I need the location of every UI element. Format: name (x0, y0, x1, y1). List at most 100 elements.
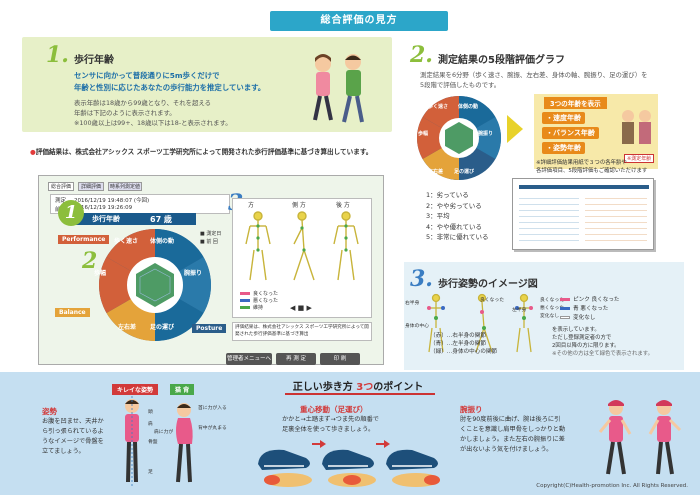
tab-overall[interactable]: 総合評価 (48, 182, 74, 191)
view-side: 側 方 (292, 202, 306, 209)
callout-2: 2 (82, 248, 98, 274)
walking-tips-title: 正しい歩き方 3つのポイント (258, 378, 458, 393)
wheel-lr: 左右差 (428, 169, 444, 175)
none-legend-label: 変化なし (573, 315, 596, 321)
segment-speed: 歩く速さ (114, 238, 139, 245)
skeleton-figures (245, 211, 359, 281)
bad-label-shoulder: 肩に力が (154, 430, 174, 435)
legend-bad-swatch (240, 299, 250, 302)
report-sheet-header (519, 185, 649, 189)
report-note-1: ※詳細評価結果用紙で３つの各年齢や (536, 160, 627, 166)
age-balance: ・バランス年齢 (542, 127, 599, 139)
tips-title-pre: 正しい歩き方 (292, 382, 357, 393)
point2-text-1: かかと→土踏まず→つま先の順番で (282, 416, 379, 423)
color-legend-none: 変化なし (560, 314, 620, 323)
report-sheet-table-2 (585, 193, 647, 243)
report-note: ※詳細評価結果用紙で３つの各年齢や 各評価項目、5段階評価もご確認いただけます (536, 160, 647, 175)
scale-3: 3：平均 (426, 212, 450, 220)
callout-1: 1 (58, 200, 84, 226)
point3-title: 腕振り (460, 405, 483, 414)
playback-controls[interactable]: ◀ ■ ▶ (290, 304, 312, 312)
good-label-shoulder: 肩 (148, 422, 153, 427)
age-posture: ・姿勢年齢 (542, 142, 585, 154)
legend-keep-label: 維持 (253, 305, 264, 311)
pink-legend-label: ピンク 良くなった (573, 297, 620, 303)
radar-wheel (98, 229, 212, 341)
performance-tag: Performance (58, 235, 110, 244)
date-current: 2016/12/19 19:48:07 (今回) (74, 198, 150, 204)
posture-tag: Posture (192, 324, 227, 333)
good-label-foot: 足 (148, 470, 153, 475)
tips-title-post: のポイント (373, 382, 424, 393)
view-front: 方 (248, 202, 255, 209)
good-posture-tag: キレイな姿勢 (112, 384, 159, 395)
legend-current-label: 測定日 (206, 231, 222, 237)
legend-current: ■ 測定日 (200, 231, 222, 237)
joint-line-left: （青）…左半身の関節 (430, 341, 486, 347)
view-back: 後 方 (336, 202, 350, 209)
scale-5: 5：非常に優れている (426, 233, 489, 241)
section2-title: 測定結果の5段階評価グラフ (438, 55, 565, 66)
good-label-head: 頭 (148, 410, 153, 415)
age-value: 67 歳 (150, 215, 172, 224)
print-button[interactable]: 印 刷 (320, 353, 360, 365)
section3-note-3: 2回目以降の方に限ります。 (552, 343, 620, 349)
banner-bar (270, 11, 448, 31)
wheel-trunk: 体側の動 (458, 104, 479, 110)
section3-notes: を表示しています。 ただし登録測定者の方で 2回目以降の方に限ります。 ※その他… (552, 326, 653, 358)
label-right-half: 右半身 (405, 301, 420, 306)
tab-detail[interactable]: 詳細評価 (78, 182, 104, 191)
three-ages-title: 3つの年齢を表示 (544, 97, 607, 109)
balance-tag: Balance (55, 308, 90, 317)
note-dot-icon: ● (30, 148, 36, 156)
point1-text-3: うなイメージで骨盤を (42, 438, 104, 445)
evaluation-note-text: 評価結果は、株式会社アシックス スポーツ工学研究所によって開発された歩行評価基準… (35, 148, 373, 156)
blue-swatch (560, 307, 570, 310)
section2-desc2: 5段階で評価したものです。 (420, 81, 501, 89)
date-label-current: 測定 (55, 198, 67, 204)
section1-lead1: センサに向かって普段通りに5m歩くだけで (74, 71, 220, 80)
age-speed: ・速度年齢 (542, 112, 585, 124)
color-legend: ピンク 良くなった 青 悪くなった 変化なし (560, 296, 620, 323)
section1-number: 1. (46, 42, 69, 68)
walking-couple-illustration (313, 54, 364, 123)
point1-text: お腹を凹ませ、天井か ら引っ張られているよ うなイメージで骨盤を 立てましょう。 (42, 417, 104, 457)
arm-swing-illustration (598, 400, 682, 475)
view-legend: 良くなった 悪くなった 維持 (240, 291, 278, 312)
section1-sub2: 年齢は下記のように表示されます。 (74, 109, 176, 117)
wheel-speed: 歩く速さ (428, 104, 449, 110)
section2-desc1: 測定結果を6分野（歩く速さ、腕振、左右差、身体の軸、腕振り、足の運び）を (420, 71, 648, 79)
admin-menu-button[interactable]: 管理者メニューへ (226, 353, 272, 365)
tips-title-num: 3つ (356, 382, 374, 393)
scale-1: 1：劣っている (426, 191, 469, 199)
point3-text: 肘を90度前後に曲げ、腕は後ろに引 くことを意識し肩甲骨をしっかりと動 かしまし… (460, 415, 565, 455)
bad-label-back: 背中が丸まる (198, 426, 227, 431)
tab-timeseries[interactable]: 時系列測定値 (108, 182, 142, 191)
segment-trunk: 体側の動 (150, 238, 175, 245)
legend-keep-row: 維持 (240, 305, 278, 312)
point2-title: 重心移動（足運び） (300, 405, 368, 414)
legend-prev-label: 前 回 (206, 239, 218, 245)
elderly-couple-illustration (622, 110, 651, 144)
section1-title: 歩行年齢 (74, 55, 114, 66)
remeasure-button[interactable]: 再 測 定 (276, 353, 316, 365)
joint-line-right: （赤）…右半身の関節 (430, 333, 486, 339)
legend-bad-row: 悪くなった (240, 298, 278, 305)
label-worse: 悪くなった (540, 306, 564, 311)
point2-text: かかと→土踏まず→つま先の順番で 足裏全体を使って歩きましょう。 (282, 415, 379, 435)
color-legend-pink: ピンク 良くなった (560, 296, 620, 305)
segment-lr: 左右差 (118, 324, 137, 331)
section3-note-2: ただし登録測定者の方で (552, 335, 612, 341)
segment-stride: 歩幅 (94, 270, 107, 277)
report-sheet-table (519, 193, 579, 243)
point1-title: 姿勢 (42, 407, 57, 416)
wheel-arm: 腕振り (478, 131, 494, 137)
shoe-footstep-illustration (258, 440, 440, 487)
legend-good-label: 良くなった (253, 291, 279, 297)
point2-text-2: 足裏全体を使って歩きましょう。 (282, 426, 375, 433)
evaluation-note: ●評価結果は、株式会社アシックス スポーツ工学研究所によって開発された歩行評価基… (30, 146, 372, 156)
posture-image-figures (427, 293, 533, 353)
banner-title: 総合評価の見方 (320, 15, 398, 26)
wheel-foot: 足の運び (454, 169, 475, 175)
section3-note-4: ※その他の方は全て緑色で表示されます。 (552, 351, 654, 357)
